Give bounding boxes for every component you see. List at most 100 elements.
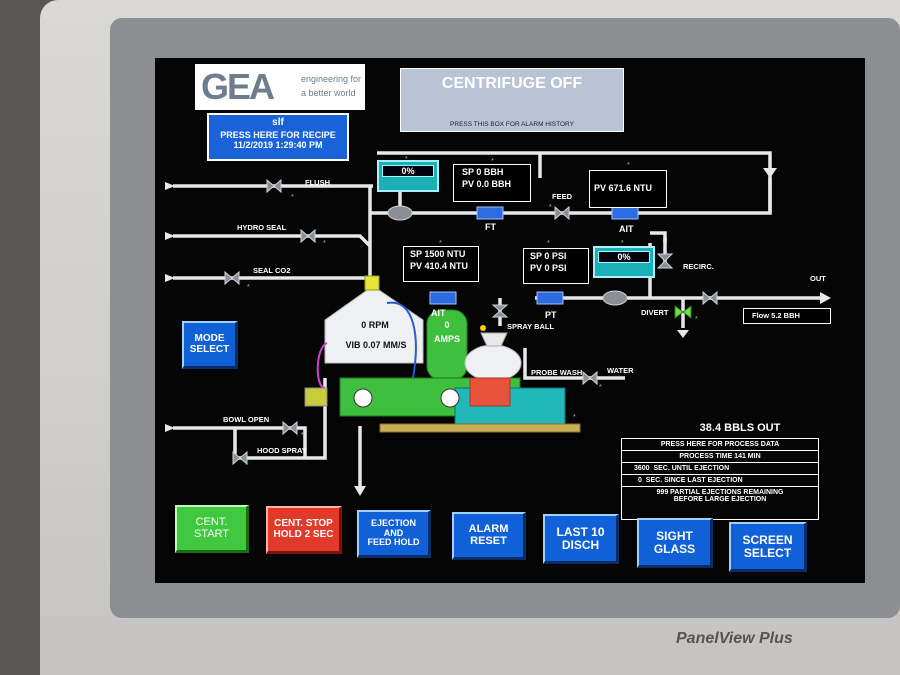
sight-glass-label-1: SIGHT	[656, 528, 693, 543]
feed-valve-icon	[554, 205, 570, 221]
co2-arrow-icon	[165, 274, 175, 282]
spray-ball-icon	[480, 332, 508, 347]
ft-sp: SP 0 BBH	[462, 167, 504, 177]
flush-valve-icon	[266, 178, 282, 194]
spray-indicator-icon	[480, 325, 486, 331]
recipe-label: PRESS HERE FOR RECIPE	[220, 130, 336, 140]
device-brand: PanelView Plus	[676, 630, 793, 647]
flush-arrow-icon	[165, 182, 175, 190]
separator-base-icon	[469, 377, 511, 407]
separator-head-icon	[464, 344, 522, 382]
status-marker: *	[247, 284, 250, 291]
mode-select-button[interactable]: MODE SELECT	[182, 321, 238, 369]
flow-value: Flow 5.2 BBH	[752, 311, 800, 320]
centrifuge-status-text: CENTRIFUGE OFF	[441, 75, 583, 92]
ait-in-readout[interactable]: SP 1500 NTU PV 410.4 NTU	[403, 246, 479, 282]
ait-out-readout[interactable]: PV 671.6 NTU	[589, 170, 667, 208]
ft-pv: PV 0.0 BBH	[462, 179, 512, 189]
feed-label: FEED	[552, 192, 573, 201]
status-marker: *	[715, 292, 718, 299]
bbls-out: 38.4 BBLS OUT	[699, 422, 781, 434]
bowl-valve-icon	[282, 420, 298, 436]
sight-glass-button[interactable]: SIGHT GLASS	[637, 518, 713, 568]
divert-arrow-icon	[677, 330, 689, 338]
screen-select-button[interactable]: SCREEN SELECT	[729, 522, 807, 572]
valve-1-position[interactable]: 0%	[377, 160, 439, 192]
hood-valve-icon	[232, 450, 248, 466]
cent-stop-button[interactable]: CENT. STOP HOLD 2 SEC	[266, 506, 342, 554]
process-data-panel[interactable]: PRESS HERE FOR PROCESS DATA PROCESS TIME…	[621, 438, 819, 520]
drive-cover-icon	[304, 387, 328, 407]
hydro-valve-icon	[300, 228, 316, 244]
centrifuge-vib: VIB 0.07 MM/S	[345, 340, 407, 350]
drain-arrow-icon	[354, 486, 366, 496]
status-marker: *	[627, 162, 630, 169]
sec-until-row: 3600 SEC. UNTIL EJECTION	[622, 463, 818, 475]
ejection-feed-hold-button[interactable]: EJECTION AND FEED HOLD	[357, 510, 431, 558]
bowl-open-label: BOWL OPEN	[223, 415, 270, 424]
cent-stop-label-2: HOLD 2 SEC	[273, 528, 334, 540]
cent-start-button[interactable]: CENT. START	[175, 505, 249, 553]
probe-wash-label: PROBE WASH	[531, 368, 583, 377]
mode-select-label-2: SELECT	[189, 343, 230, 355]
ait-in-tag: AIT	[431, 308, 446, 318]
hood-spray-label: HOOD SPRAY	[257, 446, 307, 455]
pulley-1-icon	[353, 388, 373, 408]
status-marker: *	[439, 240, 442, 247]
feed-header	[368, 151, 772, 298]
sec-since-label: SEC. SINCE LAST EJECTION	[645, 477, 743, 484]
valve-2-position[interactable]: 0%	[593, 246, 655, 278]
alarm-reset-label-2: RESET	[470, 534, 507, 547]
logo-tagline-2: a better world	[301, 88, 356, 98]
motor-amps-unit: AMPS	[433, 334, 460, 344]
sec-until-label: SEC. UNTIL EJECTION	[653, 465, 730, 472]
ft-tag: FT	[485, 222, 496, 232]
alarm-reset-button[interactable]: ALARM RESET	[452, 512, 526, 560]
ejection-label-2: AND	[383, 527, 404, 538]
hydro-arrow-icon	[165, 232, 175, 240]
status-marker: *	[573, 414, 576, 421]
alarm-history-hint: PRESS THIS BOX FOR ALARM HISTORY	[450, 121, 574, 128]
pt-pv: PV 0 PSI	[530, 263, 567, 273]
process-data-header: PRESS HERE FOR PROCESS DATA	[622, 439, 818, 451]
water-label: WATER	[607, 366, 634, 375]
screen-select-label-1: SCREEN	[742, 532, 793, 547]
spray-valve-icon	[491, 304, 509, 318]
co2-valve-icon	[224, 270, 240, 286]
alarm-status-box[interactable]: CENTRIFUGE OFF PRESS THIS BOX FOR ALARM …	[400, 68, 624, 132]
status-marker: *	[695, 316, 698, 323]
sight-glass-label-2: GLASS	[653, 541, 696, 556]
last-10-disch-button[interactable]: LAST 10 DISCH	[543, 514, 619, 564]
spray-ball-label: SPRAY BALL	[507, 322, 555, 331]
sec-since-row: 0 SEC. SINCE LAST EJECTION	[622, 475, 818, 487]
hydro-seal-label: HYDRO SEAL	[237, 223, 287, 232]
pt-readout[interactable]: SP 0 PSI PV 0 PSI	[523, 248, 589, 284]
ejection-label-3: FEED HOLD	[367, 537, 420, 548]
pt-sensor-icon	[536, 291, 564, 305]
recirc-valve-icon	[656, 253, 674, 269]
status-marker: *	[291, 194, 294, 201]
status-marker: *	[301, 432, 304, 439]
partial-ejections-1: 999 PARTIAL EJECTIONS REMAINING	[656, 489, 784, 496]
flow-readout: Flow 5.2 BBH	[743, 308, 831, 324]
cent-stop-label-1: CENT. STOP	[274, 518, 333, 529]
last10-label-1: LAST 10	[556, 524, 605, 539]
bowl-inlet-icon	[364, 275, 380, 291]
out-valve-icon	[702, 290, 718, 306]
recipe-button[interactable]: slf PRESS HERE FOR RECIPE 11/2/2019 1:29…	[207, 113, 349, 161]
divert-valve-icon	[674, 305, 692, 319]
gea-logo: GEA engineering for a better world	[195, 64, 365, 110]
cent-start-label-2: START	[193, 527, 230, 540]
status-marker: *	[491, 158, 494, 165]
pt-sp: SP 0 PSI	[530, 251, 567, 261]
control-valve-2-icon	[602, 290, 628, 306]
recirc-label: RECIRC.	[683, 262, 714, 271]
hydro-seal-line	[173, 234, 372, 248]
alarm-reset-label-1: ALARM	[468, 522, 509, 535]
sec-since-value: 0	[638, 477, 642, 484]
ft-readout[interactable]: SP 0 BBH PV 0.0 BBH	[453, 164, 531, 202]
logo-tagline-1: engineering for	[301, 74, 362, 84]
status-marker: *	[599, 384, 602, 391]
valve-2-pct: 0%	[598, 251, 650, 263]
status-marker: *	[549, 204, 552, 211]
